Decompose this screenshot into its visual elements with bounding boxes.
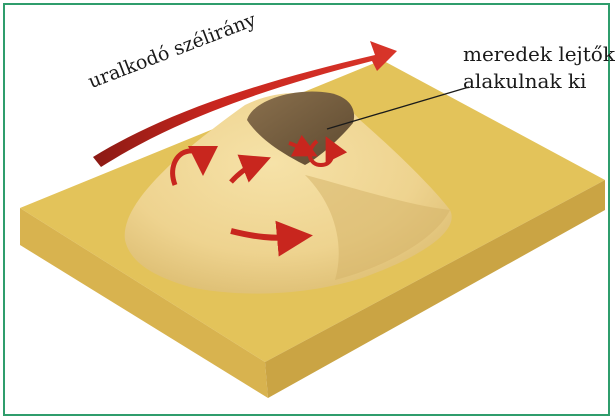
steep-slopes-annotation-line2: alakulnak ki bbox=[463, 69, 586, 93]
figure-frame: uralkodó szélirány meredek lejtők alakul… bbox=[3, 3, 610, 416]
steep-slopes-annotation-line1: meredek lejtők bbox=[463, 42, 615, 66]
